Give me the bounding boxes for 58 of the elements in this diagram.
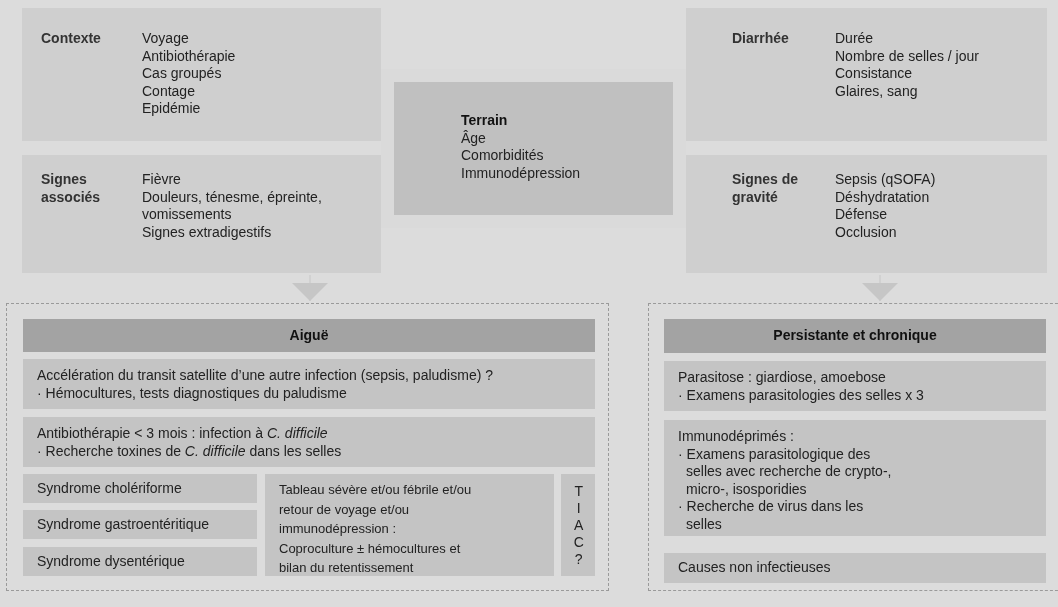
list-item: Consistance <box>835 65 914 83</box>
list-item: Signes extradigestifs <box>142 223 273 241</box>
dashed-group-frame <box>648 303 1058 591</box>
management-box <box>265 474 554 576</box>
finding-text: · Examens parasitologies des selles x 3 <box>678 386 925 404</box>
finding-text: · Hémocultures, tests diagnostiques du paludisme <box>37 384 348 402</box>
finding-text: Syndrome dysentérique <box>37 552 186 571</box>
finding-text: Tableau sévère et/ou fébrile et/ou retour de voyage et/ou immunodépression : <box>279 481 473 538</box>
finding-text: Causes non infectieuses <box>678 559 832 577</box>
list-item: Voyage <box>142 30 190 48</box>
arrow <box>862 274 898 302</box>
list-item: Immunodépression <box>461 164 582 182</box>
finding-text: Accélération du transit satellite d’une autre infection (sepsis, paludisme) ? <box>37 367 495 385</box>
finding-box <box>664 553 1046 583</box>
heading: Contexte <box>41 30 102 48</box>
dashed-group-frame <box>6 303 609 591</box>
arrow <box>292 274 328 302</box>
finding-text: · Examens parasitologique des selles avec recherche de crypto-, micro-, isosporidies <box>678 445 893 498</box>
finding-text: · Recherche toxines de C. difficile dans les selles <box>37 442 343 460</box>
finding-text: Syndrome cholériforme <box>37 479 183 498</box>
heading: Signes associés <box>41 171 102 206</box>
list-item: Occlusion <box>835 223 898 241</box>
list-item: Contage <box>142 82 196 100</box>
list-item: Sepsis (qSOFA) <box>835 171 937 189</box>
list-item: Epidémie <box>142 100 202 118</box>
list-item: Déshydratation <box>835 188 931 206</box>
finding-text: Antibiothérapie < 3 mois : infection à C. difficile <box>37 425 329 443</box>
heading: Terrain <box>461 112 509 130</box>
list-item: Comorbidités <box>461 147 545 165</box>
syndrome-box <box>23 510 257 539</box>
finding-text: Parasitose : giardiose, amoebose <box>678 369 887 387</box>
header-text: Persistante et chronique <box>773 327 937 345</box>
section-header <box>664 319 1046 353</box>
finding-box <box>23 417 595 467</box>
list-item: Cas groupés <box>142 65 223 83</box>
heading: Diarrhée <box>732 30 790 48</box>
syndrome-box <box>23 547 257 576</box>
heading: Signes de gravité <box>732 171 800 206</box>
section-header <box>23 319 595 352</box>
header-text: Aiguë <box>289 326 329 345</box>
vertical-label: TIAC? <box>569 482 587 568</box>
syndrome-box <box>23 474 257 503</box>
list-item: Nombre de selles / jour <box>835 47 980 65</box>
list-item: Glaires, sang <box>835 82 919 100</box>
list-item: Âge <box>461 129 487 147</box>
list-item: Durée <box>835 30 875 48</box>
finding-box <box>664 361 1046 411</box>
list-item: Fièvre <box>142 171 182 189</box>
finding-text: Coproculture ± hémocultures et bilan du retentissement <box>279 539 462 577</box>
finding-box <box>23 359 595 409</box>
list-item: Antibiothérapie <box>142 47 237 65</box>
finding-text: Syndrome gastroentéritique <box>37 515 210 534</box>
list-item: Défense <box>835 206 889 224</box>
list-item: Douleurs, ténesme, épreinte, vomissements <box>142 188 323 224</box>
finding-box <box>664 420 1046 536</box>
tiac-box <box>561 474 595 576</box>
finding-text: Immunodéprimés : <box>678 428 795 446</box>
finding-text: · Recherche de virus dans les selles <box>678 498 865 533</box>
